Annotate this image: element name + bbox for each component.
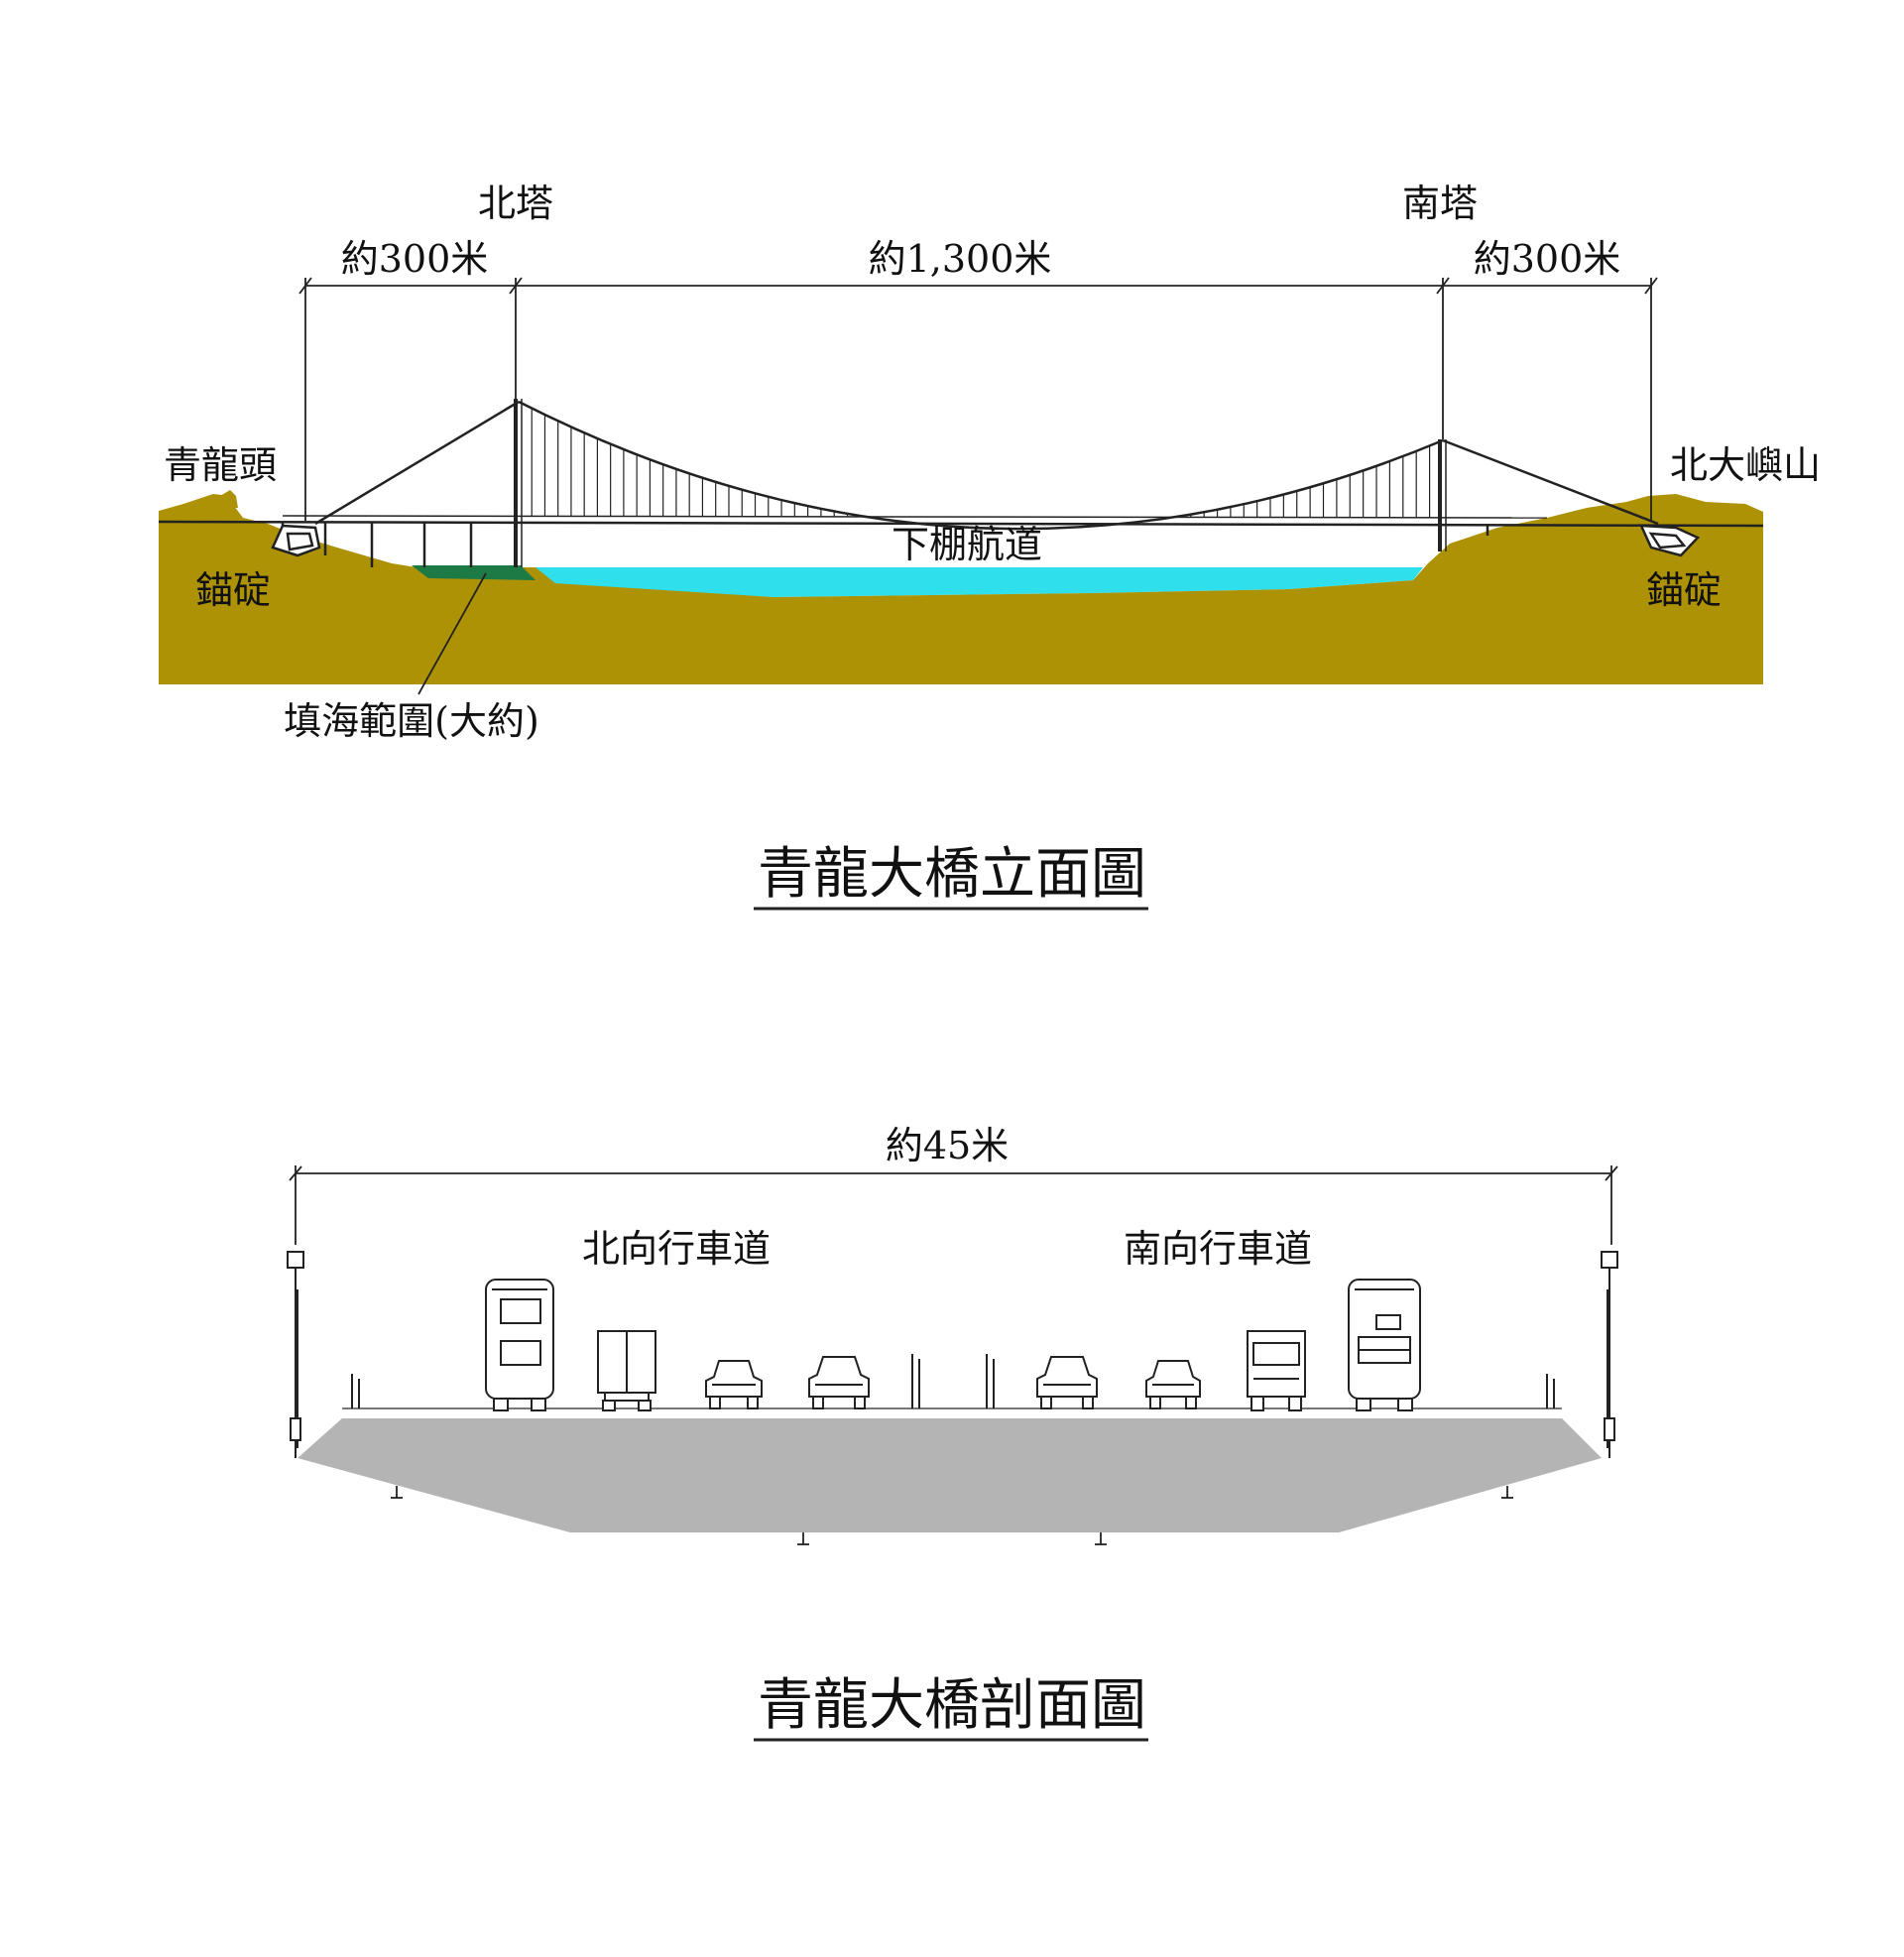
section-view: 約45米 北向行車道 南向行車道 青龍大橋剖面圖 bbox=[287, 1124, 1618, 1742]
terrain-hill-left bbox=[220, 490, 238, 508]
width-dimension bbox=[289, 1165, 1618, 1245]
car-4 bbox=[1145, 1360, 1201, 1409]
railing-right bbox=[1601, 1251, 1618, 1458]
hangers bbox=[531, 408, 1431, 518]
south-carriageway-label: 南向行車道 bbox=[1124, 1227, 1312, 1271]
car-1 bbox=[705, 1360, 763, 1409]
right-place-label: 北大嶼山 bbox=[1670, 443, 1821, 487]
span-left-label: 約300米 bbox=[341, 237, 489, 281]
reclamation-leader bbox=[417, 572, 487, 695]
channel-label: 下棚航道 bbox=[892, 523, 1042, 566]
car-2 bbox=[808, 1356, 870, 1409]
deck-section bbox=[298, 1418, 1602, 1532]
deck-line bbox=[158, 520, 1764, 528]
anchorage-left bbox=[271, 524, 321, 557]
reclamation-label: 填海範圍(大約) bbox=[284, 699, 539, 743]
width-label: 約45米 bbox=[886, 1124, 1009, 1167]
double-decker-bus-right bbox=[1348, 1279, 1421, 1411]
span-dimension bbox=[298, 277, 1658, 521]
left-place-label: 青龍頭 bbox=[164, 443, 277, 487]
double-decker-bus-left bbox=[485, 1279, 554, 1411]
car-3 bbox=[1036, 1356, 1098, 1409]
anchorage-right bbox=[1639, 524, 1701, 557]
parapets bbox=[351, 1354, 1555, 1408]
terrain bbox=[159, 494, 1763, 684]
elevation-title: 青龍大橋立面圖 bbox=[758, 842, 1146, 907]
north-carriageway-label: 北向行車道 bbox=[582, 1227, 771, 1271]
elevation-view: 北塔 南塔 約300米 約1,300米 約300米 青龍頭 北大嶼山 錨碇 錨碇… bbox=[158, 182, 1821, 911]
backstay-right bbox=[1442, 438, 1659, 526]
lorry bbox=[597, 1330, 656, 1411]
main-cable bbox=[518, 400, 1444, 531]
span-right-label: 約300米 bbox=[1474, 237, 1621, 281]
north-tower-label: 北塔 bbox=[478, 182, 553, 225]
deck-line-upper bbox=[282, 515, 1548, 519]
approach-piers bbox=[281, 522, 1489, 567]
bearings bbox=[391, 1486, 1513, 1545]
railing-left bbox=[287, 1251, 304, 1458]
sea-water bbox=[531, 567, 1423, 597]
section-title: 青龍大橋剖面圖 bbox=[758, 1673, 1146, 1738]
span-main-label: 約1,300米 bbox=[869, 237, 1052, 281]
south-tower-label: 南塔 bbox=[1402, 182, 1478, 225]
anchor-right-label: 錨碇 bbox=[1646, 568, 1722, 612]
anchor-left-label: 錨碇 bbox=[195, 568, 271, 612]
truck bbox=[1247, 1330, 1306, 1411]
backstay-left bbox=[314, 400, 520, 526]
reclamation-area bbox=[412, 565, 536, 580]
